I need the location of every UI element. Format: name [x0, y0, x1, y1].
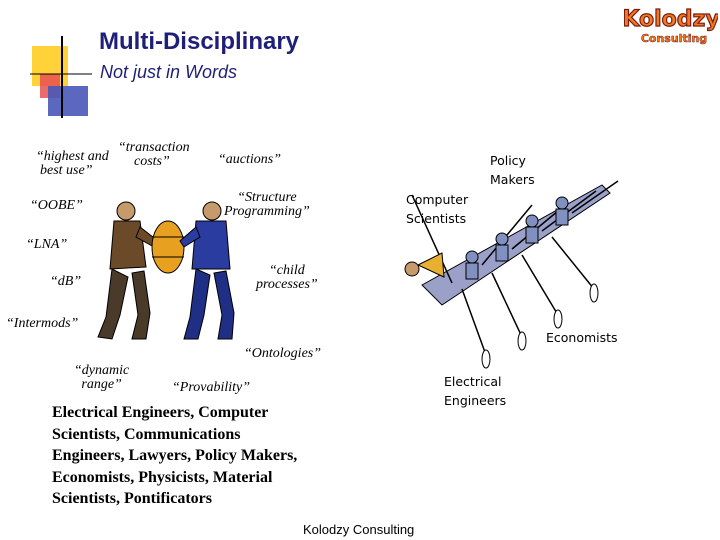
quote-highest-line1: “highest and: [36, 149, 109, 164]
discipline-line: Economists, Physicists, Material: [52, 468, 273, 486]
label-policy-line1: Policy: [490, 153, 526, 168]
quote-structure-line2: Programming”: [224, 204, 310, 219]
label-policy-makers: Policy Makers: [490, 151, 535, 189]
quote-oobe: “OOBE”: [30, 198, 83, 213]
quote-db: “dB”: [50, 274, 82, 289]
discipline-line: Engineers, Lawyers, Policy Makers,: [52, 447, 298, 464]
label-computer-line2: Scientists: [406, 211, 467, 226]
arguing-men-illustration: [97, 201, 235, 340]
quote-highest-line2: best use”: [40, 163, 93, 178]
label-economists: Economists: [546, 330, 618, 345]
quote-structure-line1: “Structure: [237, 190, 297, 205]
decorative-corner-graphic: [30, 36, 92, 118]
quote-structure-programming: “Structure Programming”: [224, 191, 310, 219]
logo-tagline: Consulting: [641, 32, 707, 45]
quote-dynamic-line2: range”: [81, 377, 122, 392]
logo-text: Kolodzy: [624, 7, 718, 32]
discipline-line: Electrical Engineers, Computer: [52, 404, 269, 421]
quote-child-processes: “child processes”: [256, 264, 318, 292]
label-electrical-line1: Electrical: [444, 374, 502, 389]
quote-transaction-line2: costs”: [134, 154, 170, 169]
label-electrical-line2: Engineers: [444, 393, 507, 408]
label-computer-scientists: Computer Scientists: [406, 190, 468, 228]
label-electrical-engineers: Electrical Engineers: [444, 372, 506, 410]
label-policy-line2: Makers: [490, 172, 535, 187]
page-title: Multi-Disciplinary: [99, 28, 300, 55]
quote-auctions: “auctions”: [218, 152, 282, 167]
discipline-line: Scientists, Communications: [52, 425, 241, 443]
label-computer-line1: Computer: [406, 192, 469, 207]
discipline-line: Scientists, Pontificators: [52, 490, 212, 507]
kolodzy-consulting-logo: Kolodzy Consulting: [624, 6, 718, 45]
discipline-list: Electrical Engineers, Computer Scientist…: [52, 402, 352, 510]
quote-child-line2: processes”: [256, 277, 318, 292]
quote-dynamic-line1: “dynamic: [74, 363, 130, 378]
page-subtitle: Not just in Words: [100, 62, 238, 82]
rowing-crew-illustration: [404, 180, 619, 369]
quote-highest-best-use: “highest and best use”: [36, 150, 109, 178]
quote-intermods: “Intermods”: [6, 316, 79, 331]
quote-dynamic-range: “dynamic range”: [74, 364, 129, 392]
footer-text: Kolodzy Consulting: [303, 522, 415, 537]
quote-transaction-costs: “transaction costs”: [118, 141, 190, 169]
quote-transaction-line1: “transaction: [118, 140, 190, 155]
quote-lna: “LNA”: [26, 237, 68, 252]
quote-child-line1: “child: [268, 263, 305, 278]
quote-provability: “Provability”: [172, 380, 251, 395]
quote-ontologies: “Ontologies”: [244, 346, 322, 361]
